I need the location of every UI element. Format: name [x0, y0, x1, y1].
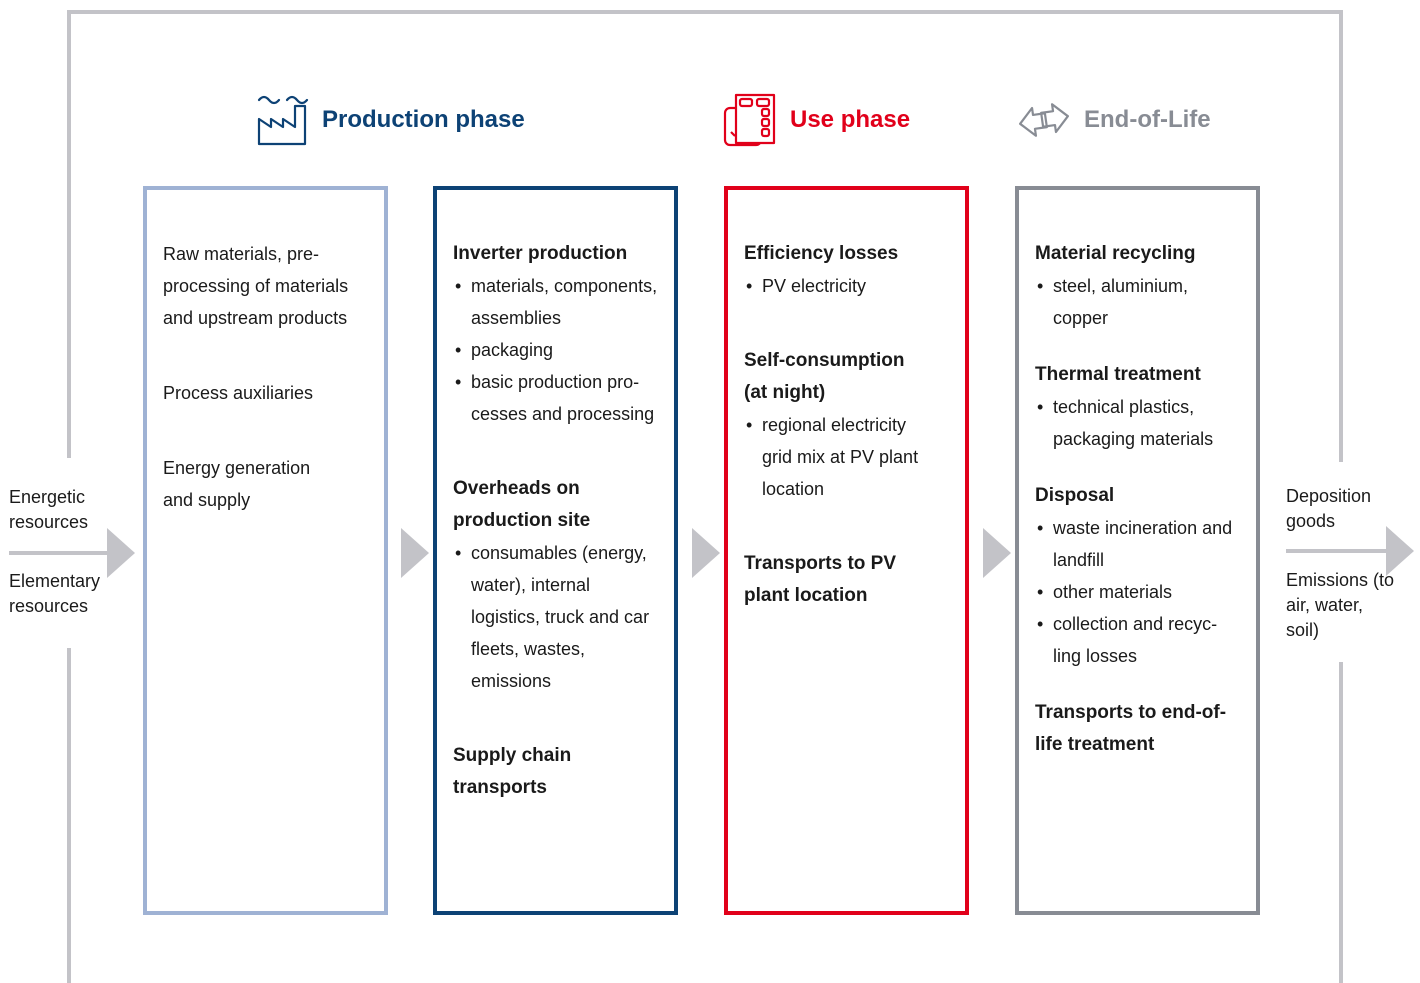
output-arrow-shaft [1286, 549, 1388, 553]
box-item: Efficiency losses PV electricity [744, 238, 949, 302]
box-item: Overheads on production site consumables… [453, 473, 658, 697]
box-item: Energy generation and supply [163, 458, 311, 510]
bullet-item: packaging [453, 334, 658, 366]
frame-left-upper-line [67, 10, 71, 458]
box-item: Disposal waste incineration and landfill… [1035, 480, 1240, 672]
frame-top-line [67, 10, 1343, 14]
bullet-item: consumables (energy, water), internal lo… [453, 537, 658, 697]
bullet-item: steel, aluminium, copper [1035, 270, 1203, 334]
bullet-item: waste incineration and landfill [1035, 512, 1240, 576]
box-item: Thermal treatment technical plastics, pa… [1035, 359, 1240, 455]
bullet-item: PV electricity [744, 270, 949, 302]
box-item: Transports to end-of-life treatment [1035, 702, 1227, 755]
elementary-resources-label: Elementary resources [9, 571, 101, 616]
box-item: Transports to PV plant location [744, 553, 897, 606]
inverter-production-box: Inverter production materials, component… [433, 186, 678, 915]
frame-left-lower-line [67, 648, 71, 983]
bullet-item: other materials [1035, 576, 1240, 608]
input-arrow-head [107, 528, 135, 578]
box-item: Self-consumption (at night) regional ele… [744, 345, 949, 505]
raw-materials-box: Raw materials, pre-processing of materia… [143, 186, 388, 915]
production-phase-label: Production phase [322, 106, 525, 133]
bullet-item: collection and recyc-ling losses [1035, 608, 1233, 672]
box-item: Material recycling steel, aluminium, cop… [1035, 238, 1240, 334]
eol-phase-title: End-of-Life [1016, 100, 1211, 140]
bullet-item: basic production pro-cesses and processi… [453, 366, 658, 430]
use-phase-label: Use phase [790, 106, 911, 133]
input-arrow-shaft [9, 551, 109, 555]
bullet-item: materials, components, assemblies [453, 270, 658, 334]
box-item: Raw materials, pre-processing of materia… [163, 244, 349, 328]
box-item: Process auxiliaries [163, 383, 314, 403]
use-phase-box: Efficiency losses PV electricity Self-co… [724, 186, 969, 915]
end-of-life-box: Material recycling steel, aluminium, cop… [1015, 186, 1260, 915]
production-phase-title: Production phase [256, 95, 525, 146]
deposition-goods-label: Deposition goods [1286, 486, 1372, 531]
output-arrow-head [1386, 526, 1414, 576]
recycle-arrows-icon [1019, 103, 1069, 137]
bullet-item: technical plastics, packaging materials [1035, 391, 1240, 455]
eol-phase-label: End-of-Life [1084, 106, 1211, 133]
emissions-label: Emissions (to air, water, soil) [1286, 570, 1395, 640]
arrow-use-to-eol [983, 528, 1011, 578]
factory-icon [257, 95, 309, 146]
use-phase-title: Use phase [722, 93, 911, 147]
frame-right-lower-line [1339, 662, 1343, 983]
arrow-raw-to-inverter [401, 528, 429, 578]
arrow-inverter-to-use [692, 528, 720, 578]
bullet-item: regional electricity grid mix at PV plan… [744, 409, 932, 505]
box-item: Inverter production materials, component… [453, 238, 658, 430]
box-item: Supply chain transports [453, 745, 572, 798]
frame-right-upper-line [1339, 10, 1343, 462]
energetic-resources-label: Energetic resources [9, 487, 89, 532]
inverter-icon [723, 93, 776, 147]
